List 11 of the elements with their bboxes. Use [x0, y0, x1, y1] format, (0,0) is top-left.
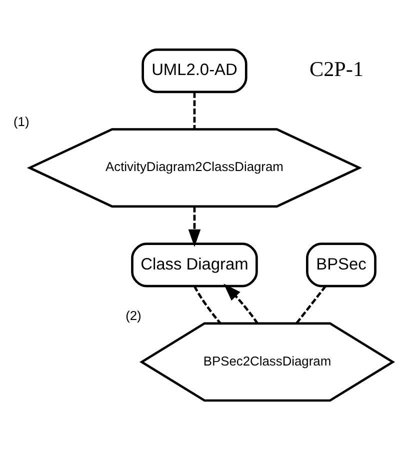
connector	[193, 92, 196, 130]
node-label: (2)	[126, 308, 142, 323]
node-box: UML2.0-AD	[142, 48, 248, 94]
node-label: (1)	[13, 114, 30, 129]
arrow	[188, 206, 201, 248]
node-box: BPSec	[306, 242, 376, 288]
arrow	[224, 284, 259, 324]
label: C2P-1	[310, 56, 364, 81]
connector	[295, 285, 326, 324]
connector	[193, 286, 222, 324]
node-box: Class Diagram	[131, 242, 258, 288]
